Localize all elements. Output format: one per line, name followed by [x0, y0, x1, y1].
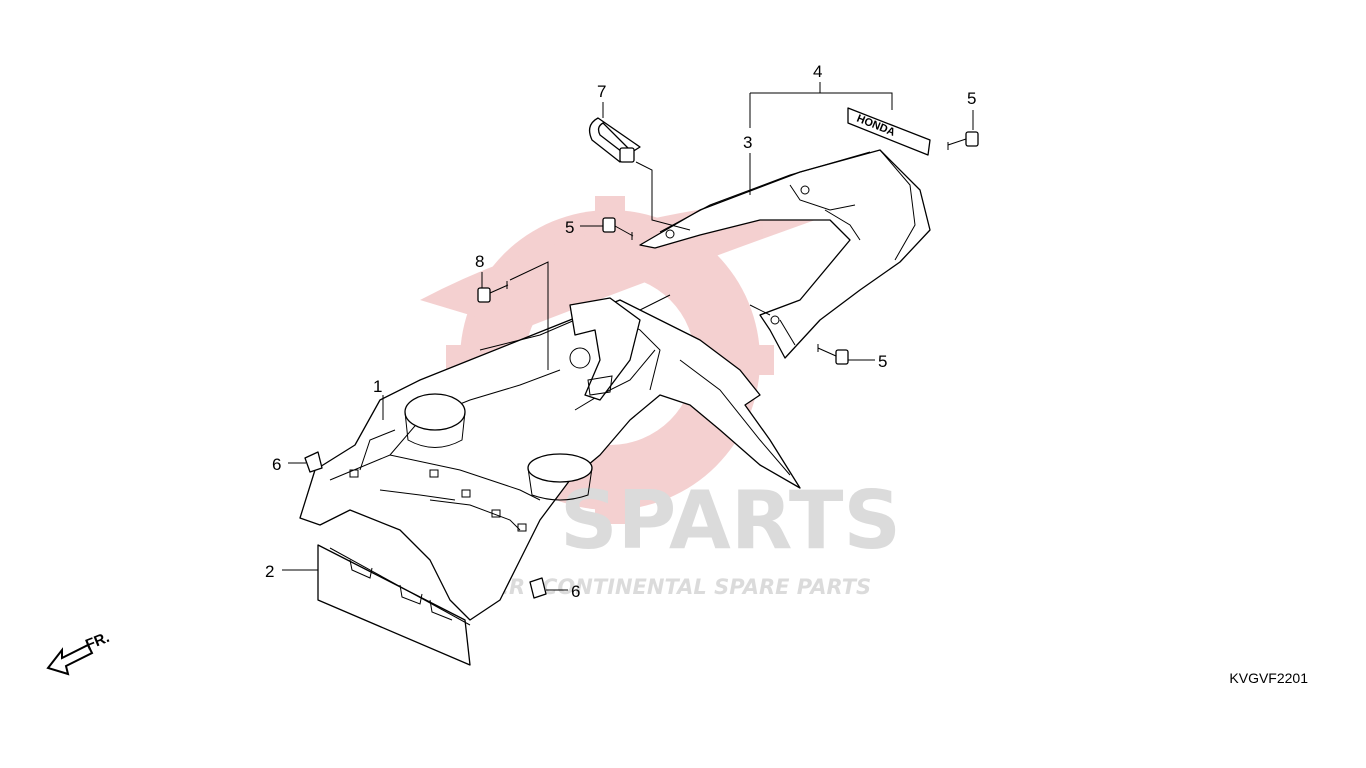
callout-6a: 6 [272, 455, 281, 474]
rear-fender-part [299, 297, 801, 621]
bolt-part-5c [817, 344, 849, 365]
watermark-tagline: CONTINENTAL SPARE PARTS [542, 575, 871, 599]
callout-3: 3 [743, 133, 752, 152]
callout-7: 7 [597, 82, 606, 101]
front-indicator-label: FR. [83, 629, 112, 654]
callout-5a: 5 [967, 89, 976, 108]
front-arrow-icon [46, 643, 94, 676]
clip-part-6a [304, 451, 323, 473]
callout-1: 1 [373, 377, 382, 396]
bolt-part-8 [477, 281, 509, 303]
bolt-part-5a [947, 131, 979, 150]
emblem-text: HONDA [855, 113, 897, 139]
callout-4: 4 [813, 62, 822, 81]
callout-6b: 6 [571, 582, 580, 601]
watermark-swoosh [420, 190, 900, 330]
callout-8: 8 [475, 252, 484, 271]
leader-lines [282, 82, 974, 591]
callout-2: 2 [265, 562, 274, 581]
cable-band-part [588, 117, 641, 163]
mudguard-plate-part [317, 544, 471, 666]
callout-5c: 5 [878, 352, 887, 371]
watermark-brand-main: SPARTS [560, 474, 901, 567]
bolt-part-5b [602, 217, 634, 240]
callout-labels: 1 2 3 4 5 5 5 6 6 7 8 [265, 62, 976, 601]
diagram-code: KVGVF2201 [1229, 670, 1308, 686]
emblem-part: HONDA [847, 107, 931, 156]
callout-5b: 5 [565, 218, 574, 237]
clip-part-6b [529, 577, 547, 599]
front-direction-indicator: FR. [46, 629, 112, 676]
